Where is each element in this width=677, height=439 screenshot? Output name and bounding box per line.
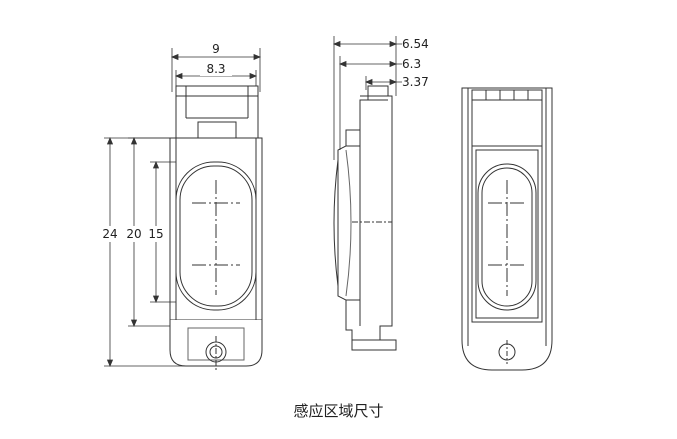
dim-depth-6-54: 6.54	[402, 37, 429, 51]
dim-height-24: 24	[102, 227, 117, 241]
front-dimensions	[104, 48, 262, 368]
figure-caption: 感应区域尺寸	[293, 402, 384, 420]
side-dimension-labels: 6.54 6.3 3.37	[402, 37, 429, 89]
dim-depth-3-37: 3.37	[402, 75, 429, 89]
front-dimension-labels: 9 8.3 24 20 15	[100, 42, 232, 242]
rear-view	[461, 87, 553, 371]
side-view	[333, 85, 397, 351]
dim-height-20: 20	[126, 227, 141, 241]
dim-depth-6-3: 6.3	[402, 57, 421, 71]
front-view	[169, 85, 263, 372]
dim-width-9: 9	[212, 42, 220, 56]
dim-height-15: 15	[148, 227, 163, 241]
dim-width-8-3: 8.3	[206, 62, 225, 76]
side-dimensions	[332, 36, 402, 160]
